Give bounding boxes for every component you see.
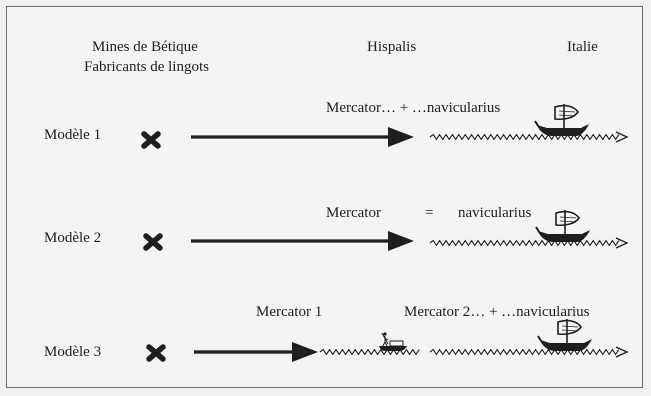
model-3-label: Modèle 3 <box>44 344 102 360</box>
origin-label-line1: Mines de Bétique <box>92 39 198 55</box>
model-2-equals: = <box>425 205 434 221</box>
origin-label-line2: Fabricants de lingots <box>84 59 209 75</box>
cross-mark-icon <box>146 236 160 248</box>
sailing-ship-icon <box>534 103 590 137</box>
model-1-merchants: Mercator… + …navicularius <box>326 100 501 116</box>
sailing-ship-icon <box>535 209 591 243</box>
diagram-frame <box>6 6 643 388</box>
model-3-merchants-2: Mercator 2… + …navicularius <box>404 304 590 320</box>
model-2-mercator: Mercator <box>326 205 381 221</box>
arrow-icon <box>191 231 414 251</box>
wavy-arrow-icon <box>429 237 629 249</box>
sailing-ship-icon <box>537 318 593 352</box>
model-2-navicularius: navicularius <box>458 205 532 221</box>
cross-mark-icon <box>149 347 163 359</box>
destination-label: Italie <box>567 39 598 55</box>
wavy-arrow-icon <box>429 346 629 358</box>
model-2-label: Modèle 2 <box>44 230 102 246</box>
wavy-arrow-icon <box>429 131 629 143</box>
arrow-icon <box>194 342 318 362</box>
model-1-label: Modèle 1 <box>44 127 102 143</box>
river-boat-icon <box>378 331 408 352</box>
hub-label: Hispalis <box>367 39 417 55</box>
model-3-mercator-1: Mercator 1 <box>256 304 323 320</box>
wavy-arrow-icon <box>319 348 420 356</box>
arrow-icon <box>191 127 414 147</box>
cross-mark-icon <box>144 134 158 146</box>
